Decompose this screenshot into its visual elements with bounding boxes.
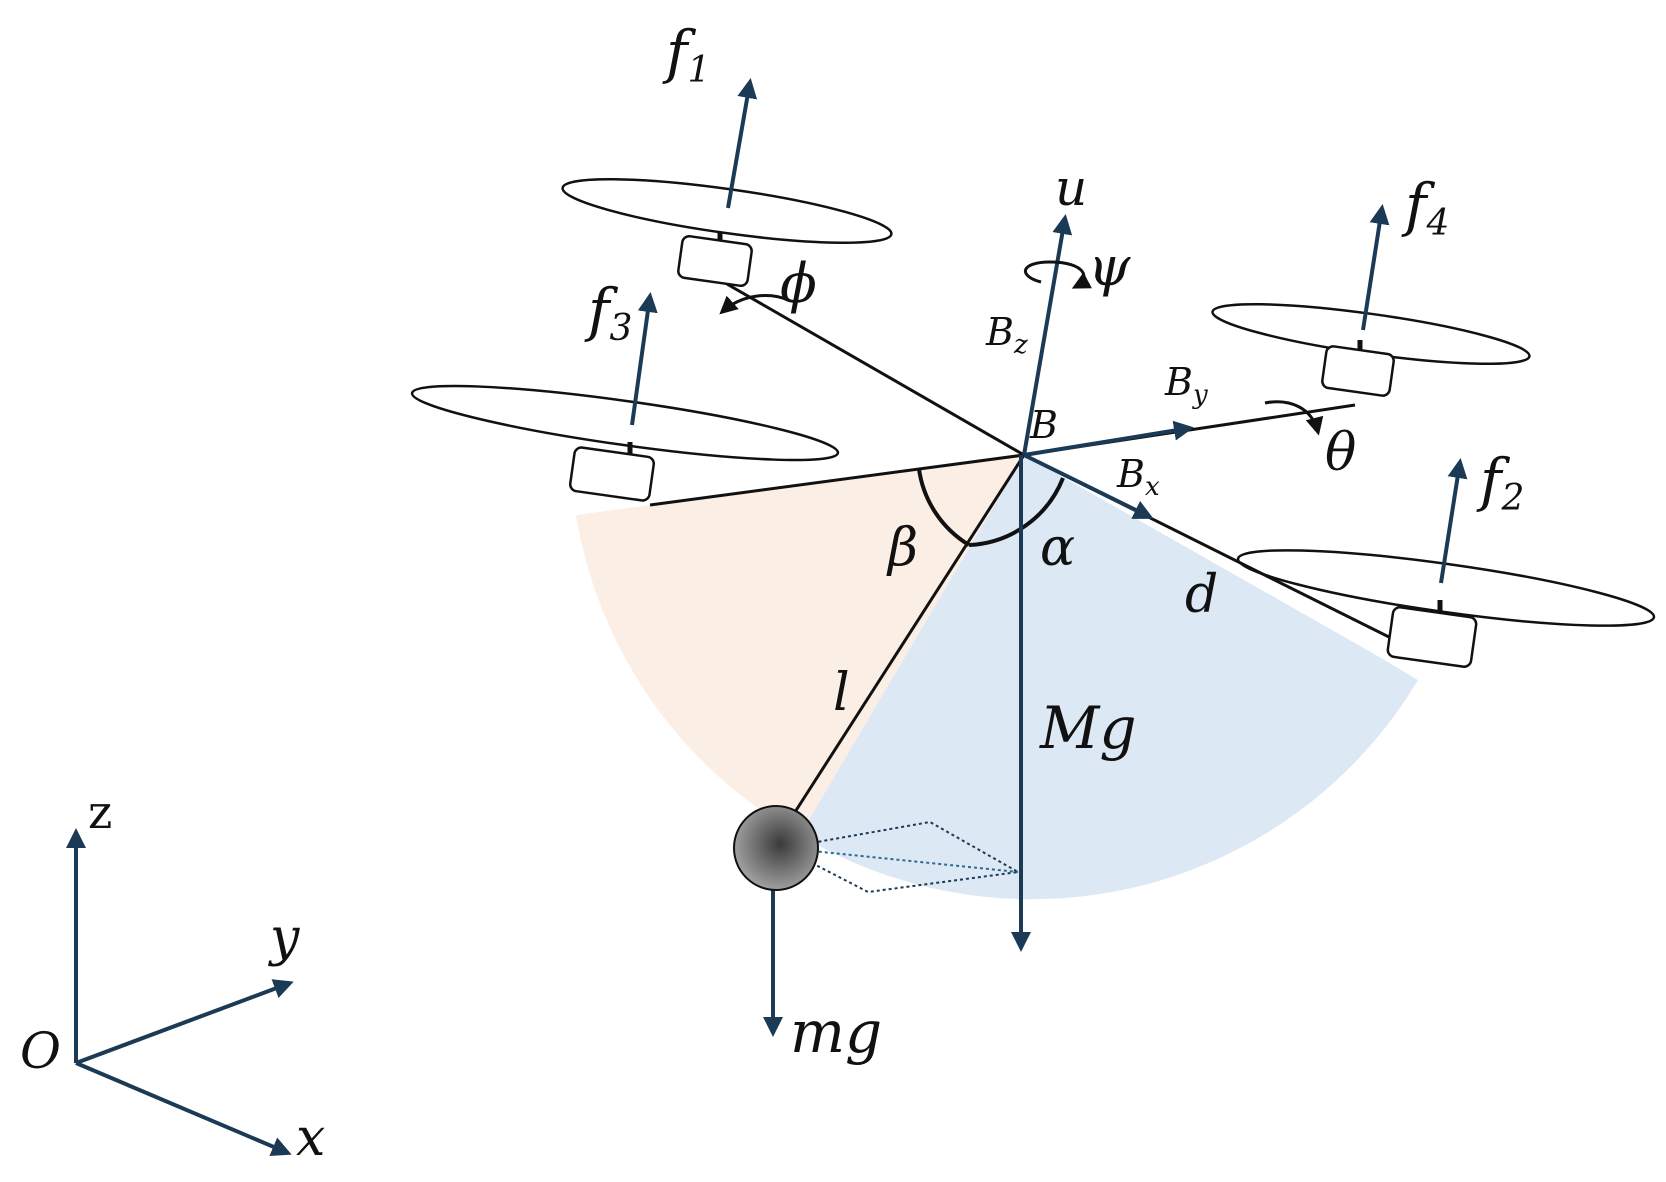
propeller-disc-icon — [1236, 549, 1656, 627]
y-axis — [75, 979, 294, 1065]
beta-arc — [917, 468, 971, 547]
force-decomposition — [779, 820, 1022, 894]
label-f3: f3 — [584, 276, 632, 349]
phi-rotation-arrow — [719, 294, 789, 315]
rotor-4 — [1211, 302, 1531, 397]
label-f4: f4 — [1401, 171, 1449, 244]
f2-vector — [1439, 458, 1468, 584]
label-b: B — [1029, 403, 1058, 447]
f1-vector — [726, 78, 758, 209]
rotor-2 — [1236, 549, 1656, 668]
Bx-vector — [1023, 453, 1154, 519]
label-phi: ϕ — [780, 252, 817, 315]
payload-sphere-icon — [733, 805, 819, 891]
label-z-axis: z — [88, 785, 112, 839]
label-beta: β — [886, 518, 918, 578]
u-vector — [1022, 214, 1073, 456]
alpha-arc — [968, 477, 1065, 547]
label-bx: Bx — [1116, 452, 1160, 502]
rotor-3 — [410, 384, 840, 502]
By-vector — [1023, 420, 1194, 457]
propeller-disc-icon — [410, 384, 840, 462]
alpha-sector — [800, 455, 1418, 900]
psi-rotation-arrow — [1023, 260, 1092, 289]
label-by: By — [1164, 360, 1208, 410]
label-y-axis: y — [268, 908, 300, 968]
label-origin: O — [20, 1022, 61, 1080]
label-l: l — [833, 663, 850, 723]
label-d: d — [1185, 565, 1218, 625]
motor-icon — [677, 234, 753, 288]
arm-rotor-3 — [649, 453, 1025, 507]
theta-rotation-arrow — [1264, 400, 1324, 436]
cable-l — [793, 454, 1026, 813]
world-frame — [66, 828, 294, 1156]
motor-icon — [1386, 606, 1478, 668]
label-psi: ψ — [1088, 235, 1131, 298]
f3-vector — [630, 292, 658, 426]
beta-sector — [576, 455, 1024, 835]
label-x-axis: x — [296, 1108, 325, 1168]
label-bz: Bz — [985, 310, 1028, 360]
motor-icon — [1321, 345, 1395, 397]
arm-rotor-1 — [719, 278, 1025, 457]
label-f1: f1 — [662, 18, 710, 91]
f4-vector — [1361, 204, 1390, 331]
label-f2: f2 — [1476, 446, 1524, 519]
label-alpha: α — [1040, 518, 1075, 578]
rotor-1 — [561, 177, 893, 288]
label-theta: θ — [1325, 423, 1356, 483]
label-Mg: Mg — [1039, 694, 1137, 762]
x-axis — [75, 1061, 292, 1156]
label-mg: mg — [790, 998, 882, 1066]
label-u: u — [1055, 159, 1087, 217]
motor-icon — [568, 446, 656, 502]
